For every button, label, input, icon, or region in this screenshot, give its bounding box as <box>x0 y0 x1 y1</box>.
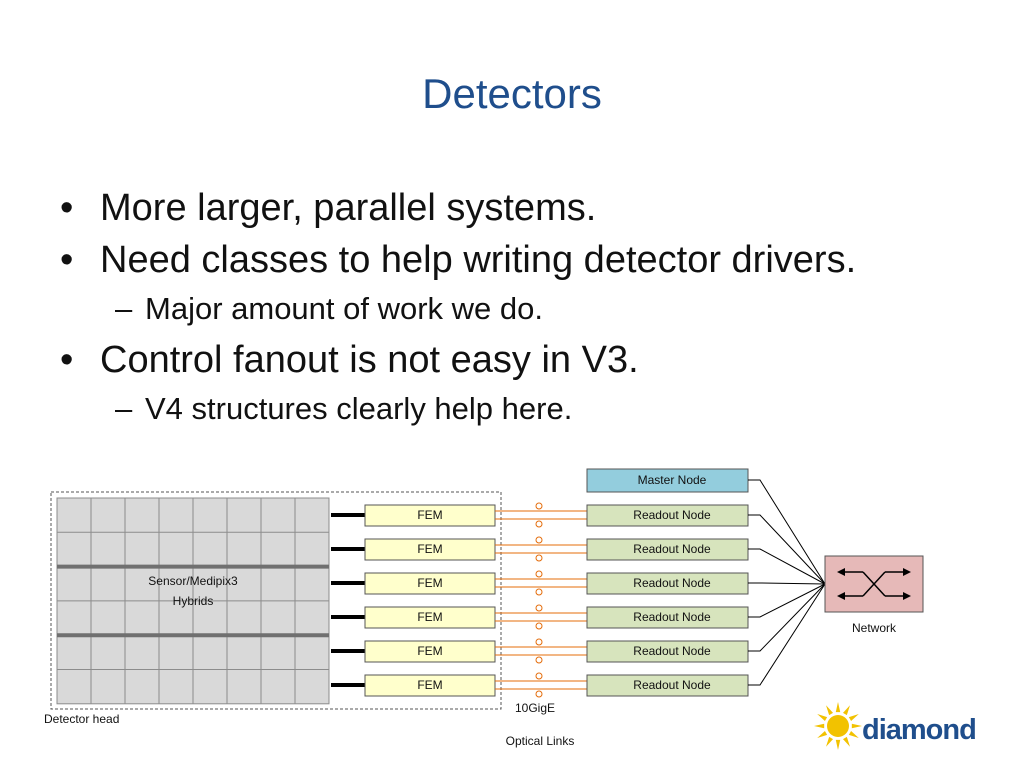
slide-title: Detectors <box>422 70 602 117</box>
link-connector <box>535 554 543 562</box>
sub-bullet-text: V4 structures clearly help here. <box>145 391 573 426</box>
bullet-list: • More larger, parallel systems. • Need … <box>60 182 1010 434</box>
sunburst-ray <box>826 705 834 716</box>
sub-bullet-item: – V4 structures clearly help here. <box>60 384 1010 434</box>
network-fan-line <box>748 514 826 585</box>
readout-node-label: Readout Node <box>633 508 711 522</box>
sensor-grid <box>56 497 330 705</box>
sub-bullet-mark: – <box>115 291 133 326</box>
fem-label: FEM <box>417 508 442 522</box>
sunburst-ray <box>814 723 825 729</box>
fem-box <box>364 572 496 595</box>
fem-label: FEM <box>417 644 442 658</box>
fem-label: FEM <box>417 678 442 692</box>
arrowhead <box>903 592 911 600</box>
diamond-sunburst-icon <box>814 702 862 750</box>
bullet-text: Need classes to help writing detector dr… <box>100 239 857 281</box>
arrowhead <box>837 568 845 576</box>
bullet-mark: • <box>60 187 74 229</box>
network-fan-line <box>748 583 826 686</box>
network-fan-lines <box>748 479 826 686</box>
sub-bullet-mark: – <box>115 391 133 426</box>
link-connector <box>535 502 543 510</box>
link-connector <box>535 622 543 630</box>
readout-node-label: Readout Node <box>633 644 711 658</box>
fem-label: FEM <box>417 542 442 556</box>
network-label: Network <box>852 621 897 635</box>
sub-bullet-item: – Major amount of work we do. <box>60 284 1010 334</box>
sunburst-ray <box>826 736 834 747</box>
network-fan-line <box>748 582 826 585</box>
fem-box <box>364 504 496 527</box>
readout-node-label: Readout Node <box>633 610 711 624</box>
sunburst-ray <box>848 714 859 722</box>
sunburst-ray <box>851 723 862 729</box>
link-connector <box>535 690 543 698</box>
network-fan-line <box>748 479 826 585</box>
network-fan-line <box>748 583 826 652</box>
sunburst-ray <box>842 736 850 747</box>
link-connector <box>535 604 543 612</box>
detector-head-outline <box>50 491 502 710</box>
readout-node-label: Readout Node <box>633 576 711 590</box>
master-node-label: Master Node <box>638 473 707 487</box>
link-connector <box>535 588 543 596</box>
optical-links-label: Optical Links <box>506 734 575 748</box>
sunburst-ray <box>835 702 841 713</box>
link-connector <box>535 570 543 578</box>
arrowhead <box>837 592 845 600</box>
detector-head-label: Detector head <box>44 712 119 726</box>
sunburst-ray <box>848 730 859 738</box>
bullet-mark: • <box>60 339 74 381</box>
bullet-mark: • <box>60 239 74 281</box>
bullet-item: • Control fanout is not easy in V3. <box>60 334 1010 386</box>
fem-box <box>364 640 496 663</box>
network-fan-line <box>748 583 826 618</box>
link-connector <box>535 638 543 646</box>
sensor-label-line2: Hybrids <box>173 594 214 608</box>
arrowhead <box>903 568 911 576</box>
sub-bullet-text: Major amount of work we do. <box>145 291 544 326</box>
fem-box <box>364 674 496 697</box>
sunburst-ray <box>835 739 841 750</box>
link-connector <box>535 672 543 680</box>
bullet-text: More larger, parallel systems. <box>100 187 597 229</box>
sunburst-ray <box>842 705 850 716</box>
link-connector <box>535 520 543 528</box>
bullet-item: • More larger, parallel systems. <box>60 182 1010 234</box>
logo-text: diamond <box>862 714 976 746</box>
readout-node-label: Readout Node <box>633 542 711 556</box>
bullet-text: Control fanout is not easy in V3. <box>100 339 639 381</box>
link-connector <box>535 656 543 664</box>
network-fan-line <box>748 548 826 585</box>
sunburst-ray <box>817 730 828 738</box>
fem-box <box>364 538 496 561</box>
fem-label: FEM <box>417 576 442 590</box>
link-connector <box>535 536 543 544</box>
sensor-label-line1: Sensor/Medipix3 <box>148 574 238 588</box>
link-speed-label: 10GigE <box>515 701 555 715</box>
fem-box <box>364 606 496 629</box>
bullet-item: • Need classes to help writing detector … <box>60 234 1010 286</box>
sunburst-ray <box>817 714 828 722</box>
fem-label: FEM <box>417 610 442 624</box>
readout-node-label: Readout Node <box>633 678 711 692</box>
